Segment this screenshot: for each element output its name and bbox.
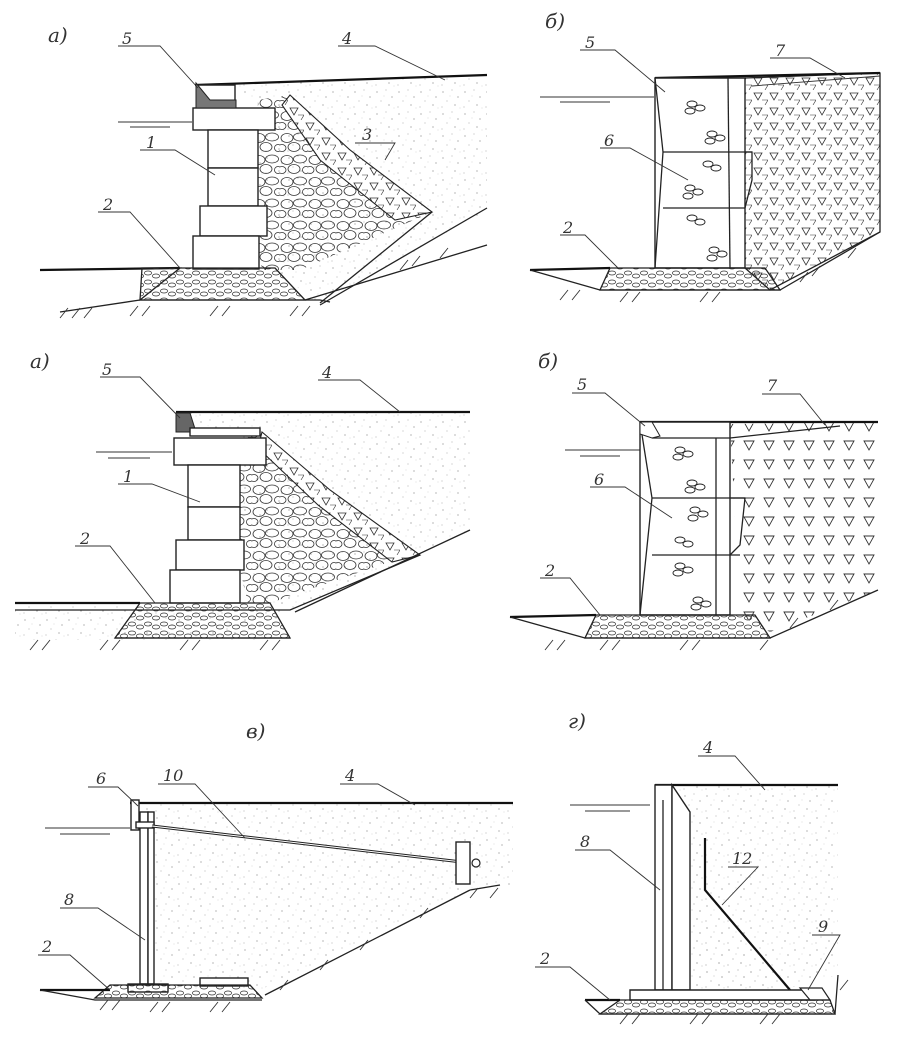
- panel-6: г) 4 8 12 9 2: [535, 709, 849, 1025]
- panel-4-letter: б): [538, 349, 558, 373]
- panel-1-num-1: 1: [146, 133, 156, 152]
- panel-4-num-5: 5: [577, 375, 587, 394]
- panel-4-num-2: 2: [544, 561, 555, 580]
- panel-6-num-8: 8: [580, 832, 590, 851]
- panel-3-letter: а): [30, 349, 50, 373]
- panel-5-num-2: 2: [41, 937, 52, 956]
- panel-2-num-2: 2: [562, 218, 573, 237]
- panel-6-num-4: 4: [702, 738, 713, 757]
- panel-4-num-7: 7: [767, 376, 778, 395]
- panel-2-letter: б): [545, 9, 565, 33]
- panel-4: б) 5: [509, 349, 879, 651]
- panel-3-num-4: 4: [321, 363, 332, 382]
- panel-1-letter: а): [48, 23, 68, 47]
- panel-1-num-5: 5: [122, 29, 132, 48]
- panel-6-num-9: 9: [818, 917, 828, 936]
- panel-1-num-3: 3: [362, 125, 372, 144]
- panel-6-letter: г): [568, 709, 586, 733]
- panel-1-num-4: 4: [341, 29, 352, 48]
- panel-2-num-5: 5: [585, 33, 595, 52]
- panel-1-num-2: 2: [102, 195, 113, 214]
- panel-2-num-6: 6: [604, 131, 614, 150]
- panel-3-num-1: 1: [123, 467, 133, 486]
- panel-6-num-12: 12: [732, 849, 752, 868]
- panel-5-letter: в): [246, 719, 265, 743]
- panel-3-num-5: 5: [102, 360, 112, 379]
- panel-2-num-7: 7: [775, 41, 786, 60]
- panel-3-num-2: 2: [79, 529, 90, 548]
- panel-5: в) 6 10 4 8 2: [38, 719, 513, 1013]
- panel-4-num-6: 6: [594, 470, 604, 489]
- panel-5-num-6: 6: [96, 769, 106, 788]
- panel-6-num-2: 2: [539, 949, 550, 968]
- panel-5-num-8: 8: [64, 890, 74, 909]
- panel-5-num-4: 4: [344, 766, 355, 785]
- panel-3: а) 5 4 1 2: [15, 349, 471, 651]
- panel-5-num-10: 10: [163, 766, 183, 785]
- panel-1: а): [39, 23, 488, 319]
- panel-2: б): [529, 9, 881, 303]
